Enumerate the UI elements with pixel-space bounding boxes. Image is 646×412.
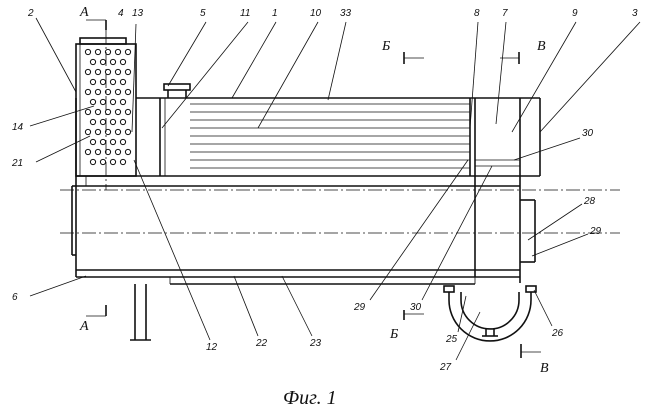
section-a-bottom: А [79, 319, 89, 334]
part-label-8: 8 [474, 8, 480, 19]
part-label-7: 7 [502, 8, 508, 19]
center-lines [60, 30, 620, 233]
perforation-hole [90, 159, 95, 164]
part-label-23: 23 [309, 338, 322, 349]
perforation-hole [95, 49, 100, 54]
perforation-hole [120, 119, 125, 124]
part-label-27: 27 [439, 362, 452, 373]
perforation-hole [85, 129, 90, 134]
top-nozzle [164, 84, 190, 98]
perforation-hole [115, 129, 120, 134]
part-label-26: 26 [551, 328, 564, 339]
perforation-hole [100, 139, 105, 144]
perforation-hole [115, 109, 120, 114]
perforation-hole [125, 149, 130, 154]
perforation-hole [120, 79, 125, 84]
part-label-13: 13 [132, 8, 144, 19]
part-label-25: 25 [445, 334, 458, 345]
perforation-hole [100, 79, 105, 84]
perforation-hole [125, 109, 130, 114]
perforation-hole [110, 79, 115, 84]
perforation-hole [95, 89, 100, 94]
perforation-hole [85, 69, 90, 74]
perforation-hole [90, 119, 95, 124]
perforation-hole [125, 49, 130, 54]
perforation-hole [110, 59, 115, 64]
part-label-21: 21 [11, 158, 23, 169]
section-a-top: А [79, 5, 89, 20]
perforation-hole [115, 49, 120, 54]
perforation-hole [110, 99, 115, 104]
perforation-hole [95, 69, 100, 74]
perforation-hole [85, 49, 90, 54]
part-label-12: 12 [206, 342, 218, 353]
section-v-top: В [537, 39, 546, 54]
part-label-1: 1 [272, 8, 278, 19]
u-bend-pipe [444, 286, 536, 341]
perforation-hole [90, 139, 95, 144]
perforation-hole [120, 99, 125, 104]
perforation-hole [100, 119, 105, 124]
part-label-11: 11 [240, 8, 250, 19]
perforation-hole [100, 59, 105, 64]
part-label-28: 28 [583, 196, 596, 207]
perforation-hole [85, 149, 90, 154]
section-b-top: Б [381, 39, 390, 54]
figure-caption: Фиг. 1 [283, 387, 337, 409]
perforation-hole [120, 159, 125, 164]
perforation-hole [110, 119, 115, 124]
section-markers: А А Б Б В В [79, 5, 549, 376]
leader-lines [30, 18, 640, 360]
perforation-hole [85, 109, 90, 114]
part-label-6: 6 [12, 292, 18, 303]
perforation-hole [110, 159, 115, 164]
part-label-9: 9 [572, 8, 578, 19]
perforation-hole [85, 89, 90, 94]
tube-bundle [160, 98, 470, 176]
perforated-screen [85, 49, 130, 164]
part-label-22: 22 [255, 338, 268, 349]
support-leg [130, 284, 151, 340]
section-b-bottom: Б [389, 327, 398, 342]
perforation-hole [110, 139, 115, 144]
perforation-hole [120, 139, 125, 144]
perforation-hole [115, 69, 120, 74]
section-v-bottom: В [540, 361, 549, 376]
part-label-31: 29 [353, 302, 366, 313]
part-label-4: 4 [118, 8, 124, 19]
perforation-hole [90, 79, 95, 84]
perforation-hole [125, 69, 130, 74]
part-label-32: 30 [410, 302, 422, 313]
part-label-33: 33 [340, 8, 352, 19]
perforation-hole [95, 109, 100, 114]
perforation-hole [95, 129, 100, 134]
part-label-30: 30 [582, 128, 594, 139]
perforation-hole [100, 99, 105, 104]
perforation-hole [125, 89, 130, 94]
part-label-2: 2 [27, 8, 34, 19]
perforation-hole [115, 149, 120, 154]
part-label-10: 10 [310, 8, 322, 19]
perforation-hole [115, 89, 120, 94]
part-label-3: 3 [632, 8, 638, 19]
perforation-hole [90, 99, 95, 104]
perforation-hole [95, 149, 100, 154]
right-chamber [475, 98, 540, 283]
perforation-hole [125, 129, 130, 134]
perforation-hole [120, 59, 125, 64]
part-label-5: 5 [200, 8, 206, 19]
perforation-hole [90, 59, 95, 64]
part-label-29: 29 [589, 226, 602, 237]
perforation-hole [100, 159, 105, 164]
part-label-14: 14 [12, 122, 24, 133]
